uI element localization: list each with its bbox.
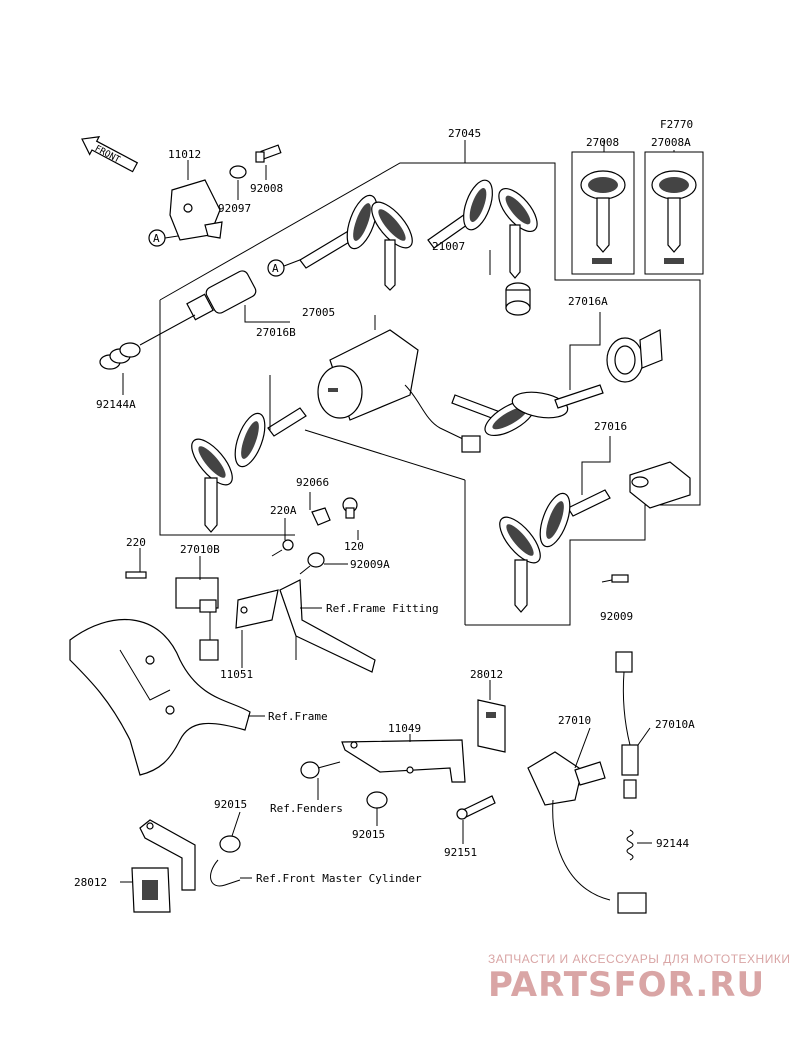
label-92015-lower: 92015 xyxy=(214,798,247,811)
label-27008a: 27008A xyxy=(651,136,691,149)
label-92151: 92151 xyxy=(444,846,477,859)
label-28012-upper: 28012 xyxy=(470,668,503,681)
key-pair-27016a xyxy=(451,384,604,437)
label-92097: 92097 xyxy=(218,202,251,215)
part-27016b-lock-cylinder xyxy=(139,270,257,346)
part-master-cylinder-bracket xyxy=(139,819,196,891)
part-92015-nut-upper xyxy=(366,791,388,809)
label-92015-upper: 92015 xyxy=(352,828,385,841)
part-92097-washer xyxy=(229,165,247,179)
label-27010: 27010 xyxy=(558,714,591,727)
watermark-logo: PARTSFOR.RU xyxy=(488,965,765,1005)
label-120: 120 xyxy=(344,540,364,553)
callout-a-left-label: A xyxy=(153,232,160,245)
part-28012-pad-lower xyxy=(131,867,171,913)
part-27008a-key-blank xyxy=(644,151,704,275)
part-27016a-lock xyxy=(606,329,663,383)
part-92151-screw xyxy=(456,795,496,820)
label-11051: 11051 xyxy=(220,668,253,681)
label-27010a: 27010A xyxy=(655,718,695,731)
front-arrow: FRONT xyxy=(81,136,139,173)
label-28012-lower: 28012 xyxy=(74,876,107,889)
part-92009-bolt xyxy=(601,574,629,583)
callout-a-right-label: A xyxy=(272,262,279,275)
label-92066: 92066 xyxy=(296,476,329,489)
part-92008-bolt xyxy=(255,144,282,163)
part-fender-bolt xyxy=(300,761,341,779)
leader-lines xyxy=(120,140,675,883)
label-11049: 11049 xyxy=(388,722,421,735)
part-220-bolt xyxy=(125,571,147,579)
label-27016b: 27016B xyxy=(256,326,296,339)
label-27008: 27008 xyxy=(586,136,619,149)
part-11051-bracket xyxy=(235,589,279,629)
label-92144: 92144 xyxy=(656,837,689,850)
callout-a-left: A xyxy=(148,229,179,247)
part-11012-bracket xyxy=(169,179,223,241)
key-pair-27016 xyxy=(499,489,611,613)
ref-frame: Ref.Frame xyxy=(268,710,328,723)
part-92066-cap xyxy=(311,507,331,526)
ref-fenders: Ref.Fenders xyxy=(270,802,343,815)
key-pair-27005 xyxy=(191,407,307,533)
key-pair-upper xyxy=(299,194,413,291)
label-92009: 92009 xyxy=(600,610,633,623)
label-220: 220 xyxy=(126,536,146,549)
part-28012-pad-upper xyxy=(477,699,506,753)
label-11012: 11012 xyxy=(168,148,201,161)
part-92144a-springs xyxy=(99,342,141,370)
ref-frame-fitting: Ref.Frame Fitting xyxy=(326,602,439,615)
part-220a-bolt xyxy=(271,539,294,557)
label-27045: 27045 xyxy=(448,127,481,140)
assembly-bracket-27045 xyxy=(159,162,701,626)
callout-a-right: A xyxy=(267,257,306,277)
part-92015-nut-lower xyxy=(219,835,241,853)
part-27010b-switch xyxy=(175,577,219,661)
ref-front-master-cylinder: Ref.Front Master Cylinder xyxy=(256,872,422,885)
label-92008: 92008 xyxy=(250,182,283,195)
key-pair-21007 xyxy=(427,179,538,279)
diagram-code: F2770 xyxy=(660,118,693,131)
label-92144a: 92144A xyxy=(96,398,136,411)
frame xyxy=(69,618,251,776)
part-27008-key-blank xyxy=(571,151,635,275)
part-27005-ignition-switch xyxy=(317,329,481,453)
part-120-bolt xyxy=(342,497,358,519)
frame-fitting xyxy=(279,579,376,673)
label-27005: 27005 xyxy=(302,306,335,319)
label-92009a: 92009A xyxy=(350,558,390,571)
part-11049-bracket xyxy=(341,739,466,783)
watermark-tagline: ЗАПЧАСТИ И АКСЕССУАРЫ ДЛЯ МОТОТЕХНИКИ xyxy=(488,952,790,966)
label-21007: 21007 xyxy=(432,240,465,253)
part-92144-spring xyxy=(626,829,634,861)
part-27010-switch xyxy=(527,751,647,914)
label-27010b: 27010B xyxy=(180,543,220,556)
part-92009a-bolt xyxy=(299,552,325,575)
part-21007-cap xyxy=(505,282,531,316)
part-switch-clip xyxy=(210,859,241,887)
part-27010a-sensor xyxy=(615,651,639,799)
label-27016: 27016 xyxy=(594,420,627,433)
label-220a: 220A xyxy=(270,504,297,517)
part-27016-lock xyxy=(629,461,691,509)
label-27016a: 27016A xyxy=(568,295,608,308)
